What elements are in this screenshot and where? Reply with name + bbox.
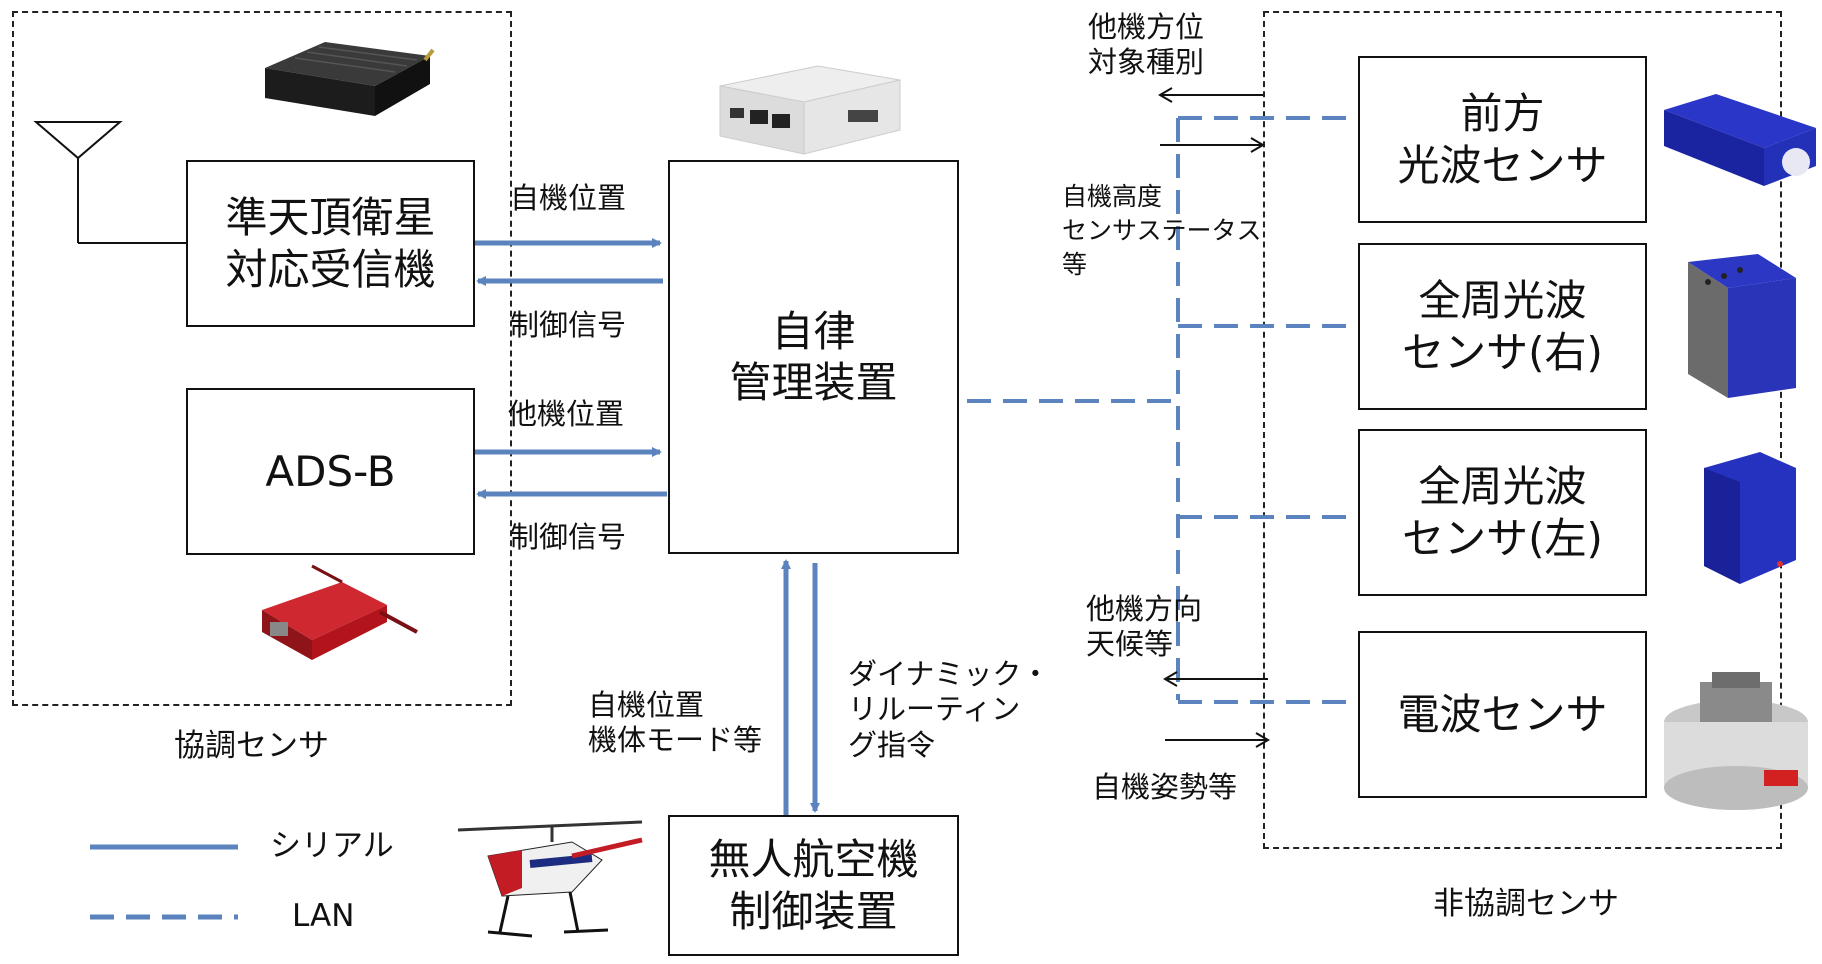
serial-link-uav <box>781 559 820 815</box>
radio-sensor-image <box>1664 672 1808 810</box>
label-altitude-status: 自機高度センサステータス等 <box>1062 182 1262 279</box>
autonomous-manager-box: 自律管理装置 <box>668 160 959 554</box>
legend-serial-label: シリアル <box>270 828 394 864</box>
label-control-signal-1: 制御信号 <box>510 308 627 342</box>
omni-optical-sensor-left-box: 全周光波センサ(左) <box>1358 429 1647 596</box>
label-own-position-1: 自機位置 <box>510 181 627 215</box>
receiver-device-image <box>265 42 435 116</box>
omni-optical-sensor-right-box: 全周光波センサ(右) <box>1358 243 1647 410</box>
adsb-device-image <box>262 564 418 660</box>
label-other-bearing-type: 他機方位対象種別 <box>1088 10 1205 80</box>
uav-controller-box: 無人航空機制御装置 <box>668 815 959 956</box>
legend-lan-label: LAN <box>292 898 355 934</box>
radio-sensor-box: 電波センサ <box>1358 631 1647 798</box>
cooperative-sensor-label: 協調センサ <box>174 728 329 764</box>
noncooperative-sensor-label: 非協調センサ <box>1433 886 1619 922</box>
helicopter-image <box>457 820 643 938</box>
front-optical-sensor-image <box>1664 94 1816 186</box>
manager-device-image <box>719 65 901 155</box>
label-own-position-mode: 自機位置機体モード等 <box>588 688 763 758</box>
cooperative-sensor-group <box>12 11 512 706</box>
label-control-signal-2: 制御信号 <box>510 520 627 554</box>
omni-optical-right-image <box>1688 254 1796 398</box>
noncooperative-sensor-group <box>1263 11 1782 849</box>
qzss-receiver-box: 準天頂衛星対応受信機 <box>186 160 475 327</box>
front-optical-sensor-box: 前方光波センサ <box>1358 56 1647 223</box>
label-other-heading-weather: 他機方向天候等 <box>1086 592 1203 662</box>
ads-b-box: ADS-B <box>186 388 475 555</box>
label-other-position: 他機位置 <box>508 397 625 431</box>
label-rerouting: ダイナミック・リルーティング指令 <box>848 657 1050 762</box>
label-own-attitude: 自機姿勢等 <box>1092 770 1238 804</box>
omni-optical-left-image <box>1704 452 1796 584</box>
